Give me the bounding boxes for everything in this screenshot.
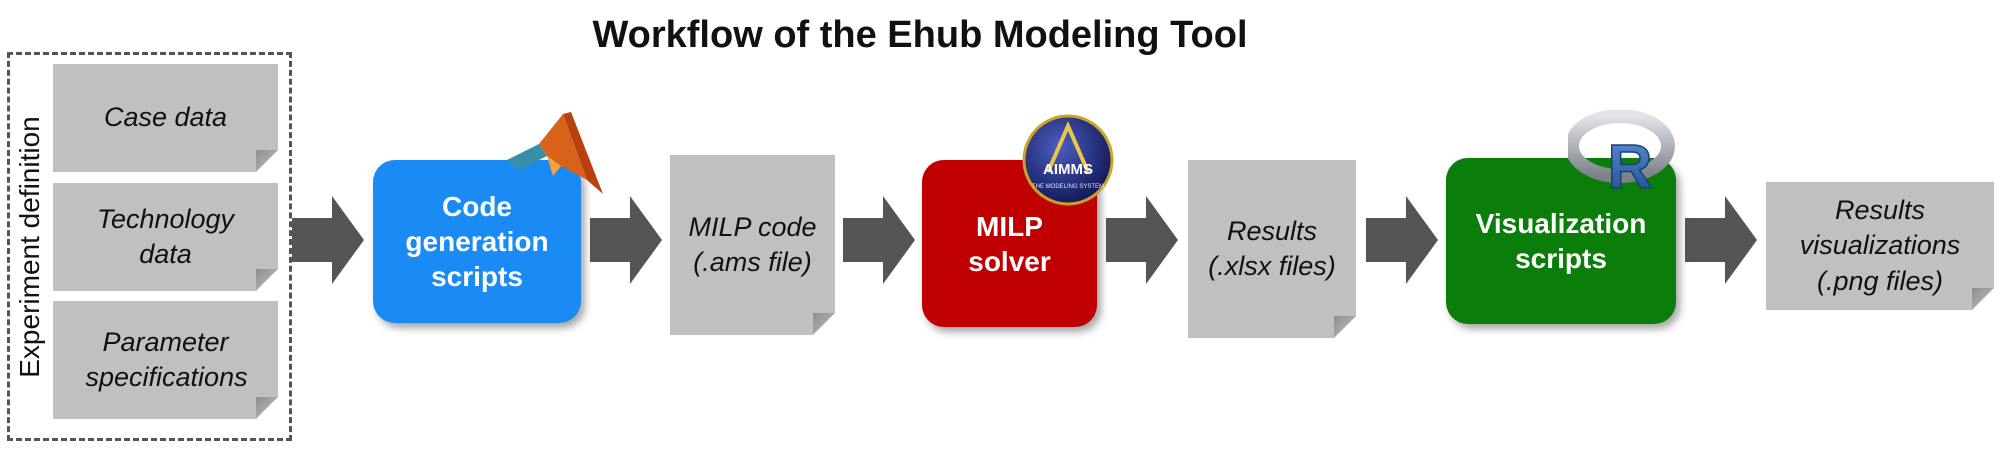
matlab-logo-icon [507, 112, 603, 194]
r-logo-icon: R [1568, 110, 1675, 198]
parameter-specifications-document: Parameter specifications [53, 301, 278, 419]
diagram-title: Workflow of the Ehub Modeling Tool [592, 14, 1248, 56]
visualization-scripts-box: Visualization scripts [1446, 158, 1676, 324]
arrow-right-1 [292, 196, 364, 284]
arrow-right-4 [1106, 196, 1178, 284]
arrow-right-5 [1366, 196, 1438, 284]
milp-code-document: MILP code (.ams file) [670, 155, 835, 335]
results-visualizations-document: Results visualizations (.png files) [1766, 182, 1994, 310]
case-data-document: Case data [53, 64, 278, 172]
case-data-label: Case data [103, 102, 228, 133]
milp-solver-label: MILP solver [968, 210, 1051, 277]
aimms-logo-icon: AIMMS THE MODELING SYSTEM [1022, 114, 1114, 206]
experiment-definition-group [7, 52, 292, 441]
arrow-right-6 [1685, 196, 1757, 284]
aimms-logo-text: AIMMS [1043, 161, 1093, 178]
milp-code-label: MILP code (.ams file) [688, 211, 817, 277]
r-logo-text: R [1608, 133, 1653, 198]
results-document: Results (.xlsx files) [1188, 160, 1356, 338]
technology-data-label: Technology data [96, 203, 235, 269]
code-generation-scripts-label: Code generation scripts [405, 191, 549, 292]
experiment-definition-label: Experiment definition [14, 115, 45, 378]
parameter-specifications-label: Parameter specifications [85, 326, 248, 392]
technology-data-document: Technology data [53, 183, 278, 291]
arrow-right-2 [590, 196, 662, 284]
aimms-tagline-text: THE MODELING SYSTEM [1032, 184, 1104, 190]
results-visualizations-label: Results visualizations (.png files) [1799, 195, 1961, 296]
arrow-right-3 [843, 196, 915, 284]
results-label: Results (.xlsx files) [1208, 215, 1336, 281]
visualization-scripts-label: Visualization scripts [1475, 208, 1647, 274]
code-generation-scripts-box: Code generation scripts [373, 160, 581, 323]
